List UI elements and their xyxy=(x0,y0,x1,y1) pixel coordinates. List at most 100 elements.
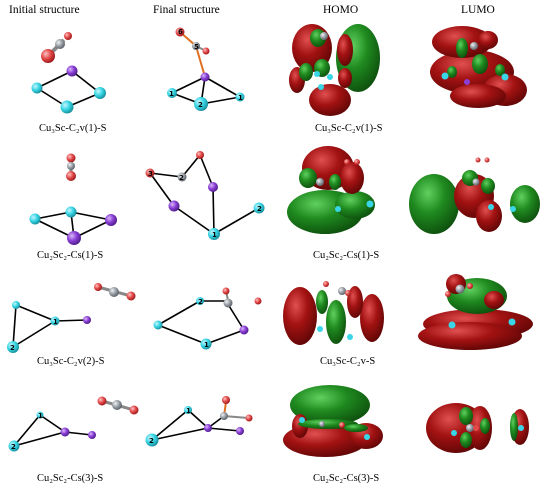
carbon-atom xyxy=(67,162,75,170)
row2-homo-orbital xyxy=(287,146,375,234)
oxygen-atom xyxy=(66,153,76,163)
carbon-atom xyxy=(177,172,187,182)
atom-label: 1 xyxy=(204,341,209,349)
caption-row2-initial: Cu₂Sc₂-Cs(1)-S xyxy=(37,250,104,261)
carbon-atom xyxy=(55,39,65,49)
oxygen-atom xyxy=(245,414,253,422)
oxygen-atom xyxy=(41,49,55,63)
scandium-atom xyxy=(67,231,81,245)
copper-atom xyxy=(94,87,106,99)
scandium-atom xyxy=(105,214,117,226)
row1-final-structure: 6 5 2 1 1 xyxy=(167,27,245,111)
oxygen-atom xyxy=(129,405,139,415)
oxygen-atom xyxy=(222,287,230,295)
oxygen-atom xyxy=(66,171,76,181)
oxygen-atom xyxy=(196,151,204,159)
row4-lumo-orbital xyxy=(426,403,529,453)
row4-initial-structure: 1 2 xyxy=(8,396,139,452)
copper-atom xyxy=(253,202,265,214)
caption-row2-orbital: Cu₂Sc₂-Cs(1)-S xyxy=(313,250,380,261)
scandium-atom xyxy=(168,200,180,212)
row2-final-structure: 3 2 1 2 xyxy=(145,151,265,240)
row3-initial-structure: 1 2 xyxy=(7,283,136,353)
row2-initial-structure xyxy=(29,153,117,245)
copper-atom xyxy=(65,206,77,218)
atom-label: 3 xyxy=(148,170,153,178)
carbon-atom xyxy=(220,412,228,420)
row3-homo-orbital xyxy=(283,281,384,345)
atom-label: 2 xyxy=(198,298,203,306)
scandium-atom xyxy=(88,431,96,439)
atom-label: 1 xyxy=(53,318,58,326)
scandium-atom xyxy=(239,325,249,335)
row4-final-structure: 1 2 xyxy=(145,396,253,447)
caption-row4-orbital: Cu₂Sc₂-Cs(3)-S xyxy=(313,473,380,484)
row1-homo-orbital xyxy=(289,24,380,116)
header-final-structure: Final structure xyxy=(153,4,220,16)
copper-atom xyxy=(36,411,44,419)
copper-atom xyxy=(29,213,41,225)
row3-final-structure: 2 1 xyxy=(153,287,262,350)
copper-atom xyxy=(196,297,204,305)
atom-label: 1 xyxy=(186,407,191,415)
scandium-atom xyxy=(236,427,244,435)
carbon-atom xyxy=(223,298,233,308)
row2-lumo-orbital xyxy=(409,157,540,234)
copper-atom xyxy=(7,341,19,353)
caption-row1-orbital: Cu₃Sc-C₂v(1)-S xyxy=(315,123,383,134)
copper-atom xyxy=(200,338,212,350)
carbon-atom xyxy=(109,287,119,297)
row1-initial-structure xyxy=(31,32,106,114)
caption-row3-initial: Cu₃Sc-C₂v(2)-S xyxy=(37,356,105,367)
copper-atom xyxy=(8,440,20,452)
oxygen-atom xyxy=(64,32,72,40)
copper-atom xyxy=(153,320,163,330)
atom-label: 2 xyxy=(257,205,262,213)
atom-label: 1 xyxy=(212,231,217,239)
atom-label: 2 xyxy=(198,101,203,109)
scandium-atom xyxy=(60,427,70,437)
oxygen-atom xyxy=(94,283,102,291)
oxygen-atom xyxy=(126,291,136,301)
oxygen-atom xyxy=(222,396,230,404)
atom-label: 2 xyxy=(179,174,184,182)
header-initial-structure: Initial structure xyxy=(9,4,80,16)
atom-label: 6 xyxy=(178,28,183,36)
oxygen-atom xyxy=(254,297,262,305)
row3-lumo-orbital xyxy=(418,274,533,350)
atom-label: 1 xyxy=(238,94,243,102)
caption-row1-initial: Cu₃Sc-C₂v(1)-S xyxy=(39,123,107,134)
scandium-atom xyxy=(200,72,210,82)
caption-row3-orbital: Cu₃Sc-C₂v-S xyxy=(320,356,376,367)
copper-atom xyxy=(208,228,220,240)
atom-label: 5 xyxy=(194,43,199,51)
row4-homo-orbital xyxy=(283,385,383,457)
atom-label: 1 xyxy=(169,90,174,98)
copper-atom xyxy=(31,82,43,94)
header-homo: HOMO xyxy=(323,4,359,16)
scandium-atom xyxy=(83,316,91,324)
carbon-atom xyxy=(192,42,200,50)
copper-atom xyxy=(50,316,60,326)
header-lumo: LUMO xyxy=(461,4,495,16)
copper-atom xyxy=(12,301,20,309)
caption-row4-initial: Cu₂Sc₂-Cs(3)-S xyxy=(37,473,104,484)
scandium-atom xyxy=(66,65,78,77)
oxygen-atom xyxy=(97,396,107,406)
copper-atom xyxy=(194,97,208,111)
copper-atom xyxy=(184,406,192,414)
scandium-atom xyxy=(208,182,218,192)
row1-lumo-orbital xyxy=(430,26,527,108)
oxygen-atom xyxy=(202,47,210,55)
atom-label: 2 xyxy=(11,443,16,451)
copper-atom xyxy=(60,100,74,114)
oxygen-atom xyxy=(145,168,155,178)
copper-atom xyxy=(145,433,159,447)
atom-label: 2 xyxy=(10,344,15,352)
scandium-atom xyxy=(204,424,212,432)
copper-atom xyxy=(235,92,245,102)
atom-label: 1 xyxy=(38,412,43,420)
carbon-atom xyxy=(112,400,122,410)
copper-atom xyxy=(167,88,177,98)
